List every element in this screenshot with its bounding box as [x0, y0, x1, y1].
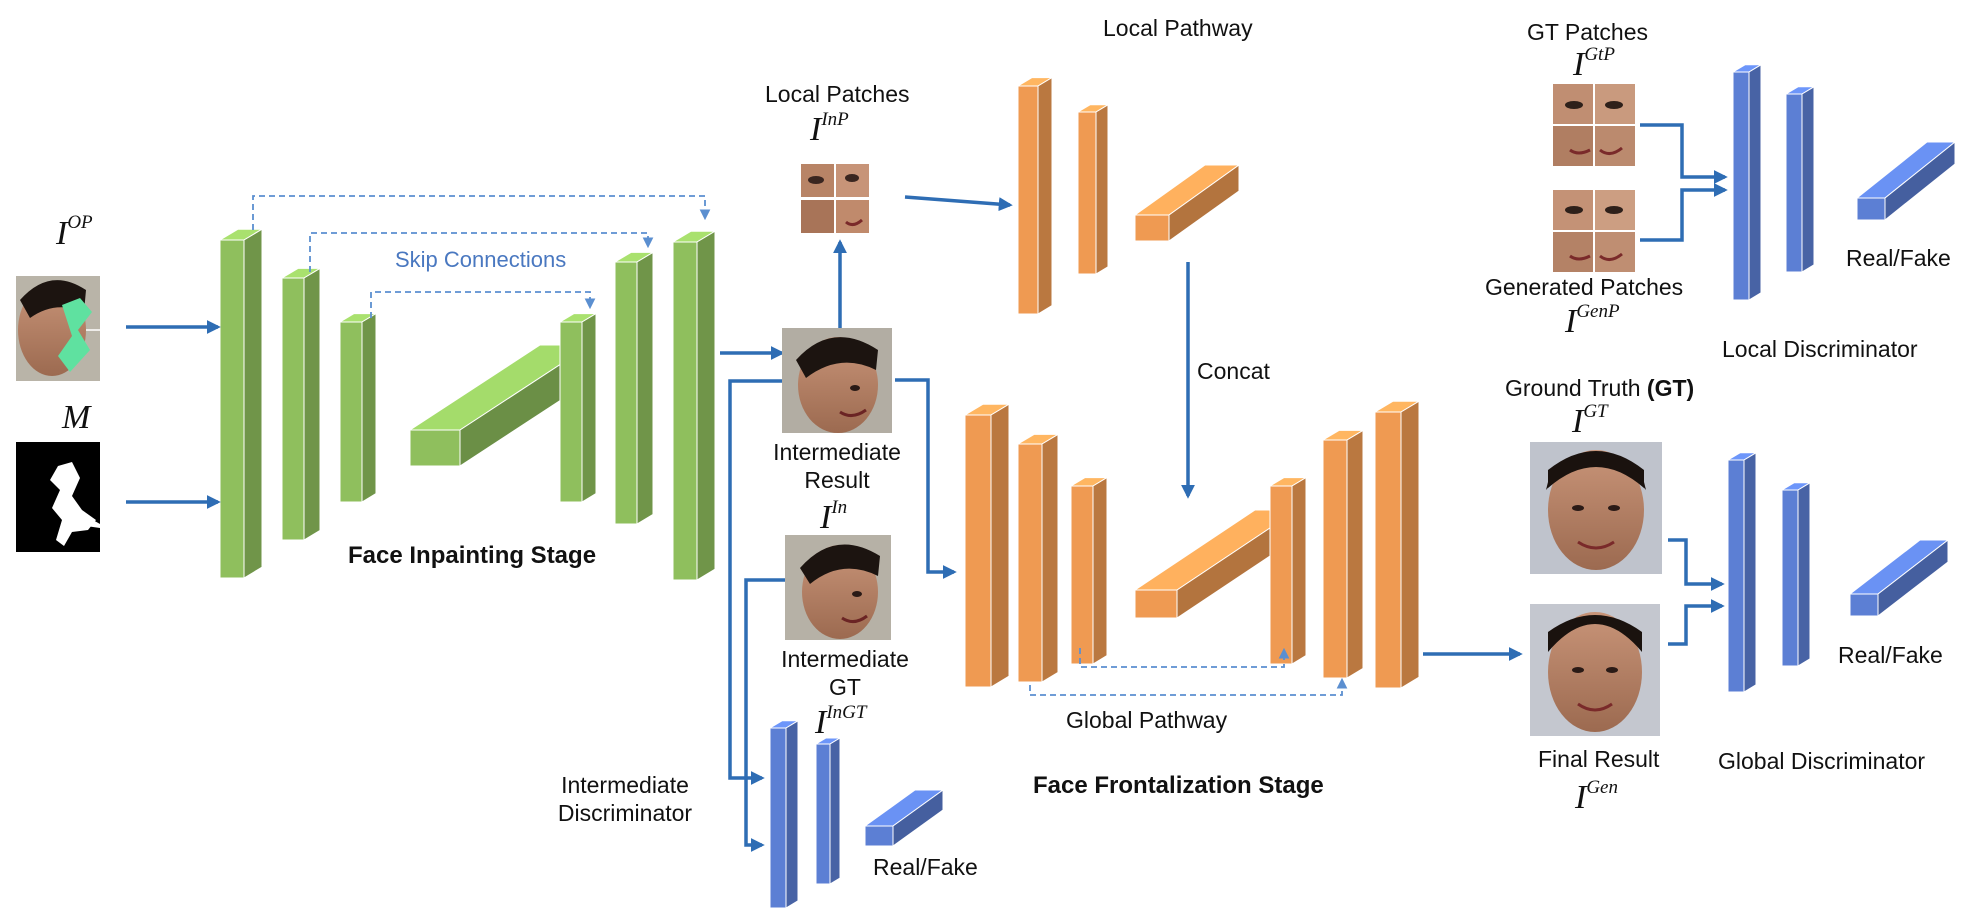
- gt-patches-label: GT Patches: [1527, 19, 1648, 45]
- real-fake-label-intermediate: Real/Fake: [873, 854, 978, 880]
- inpaint-block-2-front: [281, 277, 305, 541]
- global-skip-connections: [1029, 647, 1348, 696]
- global-block-3-front: [1070, 485, 1094, 665]
- global-disc-output-front: [1849, 593, 1879, 617]
- gtp-label: IGtP: [1572, 44, 1615, 83]
- global-disc-block-2-side: [1797, 481, 1811, 667]
- flow-arrows: [126, 123, 1728, 852]
- inpaint-block-3-front: [339, 321, 363, 503]
- diagram-labels: IOP M Skip Connections Face Inpainting S…: [55, 15, 1951, 880]
- global-disc-block-2-front: [1781, 489, 1799, 667]
- local-discriminator-label: Local Discriminator: [1722, 336, 1918, 362]
- global-block-6-front: [1374, 411, 1402, 689]
- network-blocks: [218, 63, 1957, 909]
- local-disc-block-2-front: [1785, 93, 1803, 273]
- inpaint-block-1-front: [219, 239, 245, 579]
- intermediate-result-label-line2: Result: [804, 467, 870, 493]
- local-patches-image: [801, 164, 869, 233]
- inpaint-block-4-front: [559, 321, 583, 503]
- local-bottleneck-front: [1134, 214, 1170, 242]
- skip-connections-label: Skip Connections: [395, 247, 566, 272]
- global-block-5-front: [1322, 439, 1348, 679]
- local-pathway-label: Local Pathway: [1103, 15, 1253, 41]
- global-block-2-side: [1041, 433, 1059, 683]
- intermediate-gt-face-image: [785, 535, 891, 640]
- final-result-label: Final Result: [1538, 746, 1660, 772]
- global-block-4-front: [1269, 485, 1293, 665]
- global-disc-block-1-side: [1743, 451, 1757, 693]
- global-disc-block-1-front: [1727, 459, 1745, 693]
- global-block-4-side: [1291, 476, 1307, 665]
- concat-label: Concat: [1197, 358, 1270, 384]
- gt-label: IGT: [1571, 401, 1609, 440]
- local-disc-output-front: [1856, 197, 1886, 221]
- global-block-3-side: [1092, 476, 1108, 665]
- frontalization-stage-title: Face Frontalization Stage: [1033, 772, 1324, 799]
- mask-image: [16, 442, 100, 552]
- global-block-1-front: [964, 414, 992, 688]
- m-label: M: [61, 399, 92, 436]
- local-disc-block-1-side: [1748, 63, 1762, 301]
- intermediate-result-face-image: [782, 328, 892, 433]
- local-block-1-side: [1037, 76, 1053, 315]
- intermediate-gt-label-line1: Intermediate: [781, 646, 909, 672]
- local-patches-label: Local Patches: [765, 81, 909, 107]
- in-label: IIn: [819, 497, 847, 536]
- inpainting-stage-title: Face Inpainting Stage: [348, 542, 596, 569]
- intermediate-disc-block-1-front: [769, 727, 787, 909]
- genp-label: IGenP: [1564, 301, 1620, 340]
- global-bottleneck-front: [1134, 589, 1178, 619]
- gt-patches-image: [1553, 84, 1635, 166]
- intermediate-gt-label-line2: GT: [829, 674, 861, 700]
- intermediate-disc-block-2-side: [829, 737, 841, 885]
- inpaint-block-2-side: [303, 267, 321, 541]
- global-block-1-side: [990, 403, 1010, 688]
- ground-truth-label: Ground Truth (GT): [1505, 375, 1694, 401]
- intermediate-disc-output-front: [864, 825, 894, 847]
- global-block-5-side: [1346, 429, 1364, 679]
- inpaint-block-1-side: [243, 228, 263, 579]
- global-block-6-side: [1400, 400, 1420, 689]
- local-block-1-front: [1017, 85, 1039, 315]
- final-result-face-image: [1530, 604, 1660, 736]
- skip-connections: [252, 195, 711, 318]
- gen-label: IGen: [1574, 777, 1618, 816]
- global-block-2-front: [1017, 443, 1043, 683]
- occluded-face-image: [16, 276, 100, 381]
- inpaint-bottleneck-front: [409, 429, 461, 467]
- inpaint-block-6-front: [672, 241, 698, 581]
- generated-patches-image: [1553, 190, 1635, 272]
- intermediate-discriminator-label-line2: Discriminator: [558, 800, 693, 826]
- intermediate-result-label-line1: Intermediate: [773, 439, 901, 465]
- ingt-label: IInGT: [814, 702, 868, 741]
- local-disc-block-2-side: [1801, 85, 1815, 273]
- local-disc-block-1-front: [1732, 71, 1750, 301]
- global-pathway-label: Global Pathway: [1066, 707, 1228, 733]
- intermediate-disc-block-1-side: [785, 719, 799, 909]
- real-fake-label-local: Real/Fake: [1846, 245, 1951, 271]
- inpaint-block-6-side: [696, 230, 716, 581]
- intermediate-discriminator-label-line1: Intermediate: [561, 772, 689, 798]
- real-fake-label-global: Real/Fake: [1838, 642, 1943, 668]
- global-discriminator-label: Global Discriminator: [1718, 748, 1925, 774]
- ground-truth-face-image: [1530, 442, 1662, 574]
- generated-patches-label: Generated Patches: [1485, 274, 1683, 300]
- iop-label: IOP: [55, 212, 93, 252]
- inpaint-block-3-side: [361, 312, 377, 503]
- local-block-2-front: [1077, 111, 1097, 275]
- inpaint-block-4-side: [581, 312, 597, 503]
- intermediate-disc-block-2-front: [815, 743, 831, 885]
- inp-label: IInP: [809, 109, 849, 148]
- inpaint-block-5-side: [636, 251, 654, 525]
- local-block-2-side: [1095, 103, 1109, 275]
- inpaint-block-5-front: [614, 261, 638, 525]
